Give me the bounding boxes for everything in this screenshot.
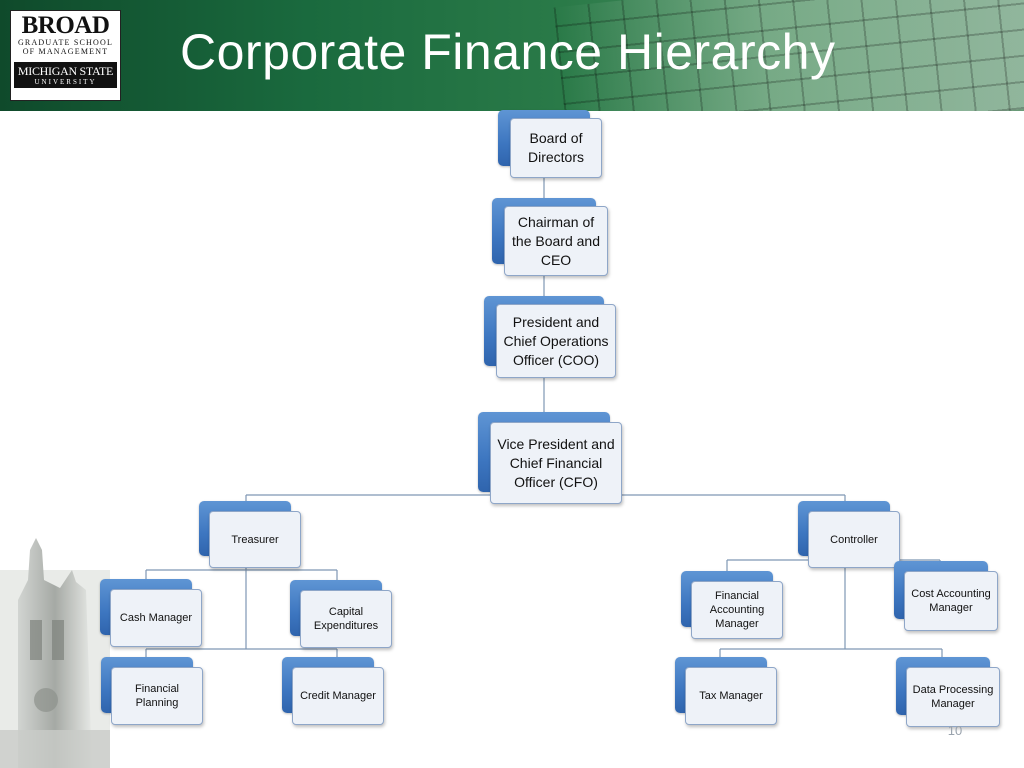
org-node-controller: Controller — [798, 501, 900, 568]
node-card: Financial Accounting Manager — [691, 581, 783, 639]
node-card: Board of Directors — [510, 118, 602, 178]
logo-broad-text: BROAD — [21, 12, 110, 39]
org-node-vp-cfo: Vice President and Chief Financial Offic… — [478, 412, 622, 504]
beaumont-tower-image — [0, 538, 110, 768]
node-label: Tax Manager — [699, 690, 763, 702]
node-label: Controller — [830, 533, 878, 546]
org-node-board-of-directors: Board of Directors — [498, 110, 602, 178]
node-card: Vice President and Chief Financial Offic… — [490, 422, 622, 504]
node-card: Treasurer — [209, 511, 301, 568]
node-label: Board of Directors — [527, 130, 584, 165]
node-card: Cash Manager — [110, 589, 202, 647]
org-node-financial-accounting-manager: Financial Accounting Manager — [681, 571, 783, 639]
org-node-tax-manager: Tax Manager — [675, 657, 777, 725]
node-card: Financial Planning — [111, 667, 203, 725]
logo-management-text: OF MANAGEMENT — [22, 47, 109, 56]
page-title: Corporate Finance Hierarchy — [180, 24, 836, 80]
node-label: Financial Accounting Manager — [709, 590, 765, 630]
logo-university-text: UNIVERSITY — [34, 78, 97, 86]
node-card: Capital Expenditures — [300, 590, 392, 648]
node-card: Tax Manager — [685, 667, 777, 725]
node-label: Credit Manager — [300, 690, 376, 702]
org-node-treasurer: Treasurer — [199, 501, 301, 568]
node-label: Cash Manager — [119, 612, 193, 624]
node-label: Data Processing Manager — [912, 684, 994, 710]
node-card: Controller — [808, 511, 900, 568]
org-node-financial-planning: Financial Planning — [101, 657, 203, 725]
org-node-president-coo: President and Chief Operations Officer (… — [484, 296, 616, 378]
node-label: President and Chief Operations Officer (… — [503, 313, 609, 368]
logo-msu-band: MICHIGAN STATE UNIVERSITY — [14, 62, 117, 88]
header-banner: Corporate Finance Hierarchy — [0, 0, 1024, 111]
node-card: Chairman of the Board and CEO — [504, 206, 608, 276]
logo-graduate-school-text: GRADUATE SCHOOL — [17, 38, 114, 47]
logo-michigan-state-text: MICHIGAN STATE — [17, 64, 114, 78]
node-label: Treasurer — [231, 533, 279, 546]
org-node-cash-manager: Cash Manager — [100, 579, 202, 647]
org-node-chairman-ceo: Chairman of the Board and CEO — [492, 198, 608, 276]
node-card: President and Chief Operations Officer (… — [496, 304, 616, 378]
org-node-capital-expenditures: Capital Expenditures — [290, 580, 392, 648]
node-card: Cost Accounting Manager — [904, 571, 998, 631]
broad-msu-logo: BROAD GRADUATE SCHOOL OF MANAGEMENT MICH… — [10, 10, 121, 101]
node-card: Data Processing Manager — [906, 667, 1000, 727]
node-label: Financial Planning — [134, 683, 180, 709]
node-label: Chairman of the Board and CEO — [512, 213, 600, 268]
org-node-credit-manager: Credit Manager — [282, 657, 384, 725]
org-node-data-processing-manager: Data Processing Manager — [896, 657, 1000, 727]
node-card: Credit Manager — [292, 667, 384, 725]
org-node-cost-accounting-manager: Cost Accounting Manager — [894, 561, 1000, 631]
page-number: 10 — [947, 723, 963, 738]
node-label: Cost Accounting Manager — [911, 588, 991, 614]
node-label: Capital Expenditures — [313, 606, 379, 632]
node-label: Vice President and Chief Financial Offic… — [497, 435, 615, 490]
